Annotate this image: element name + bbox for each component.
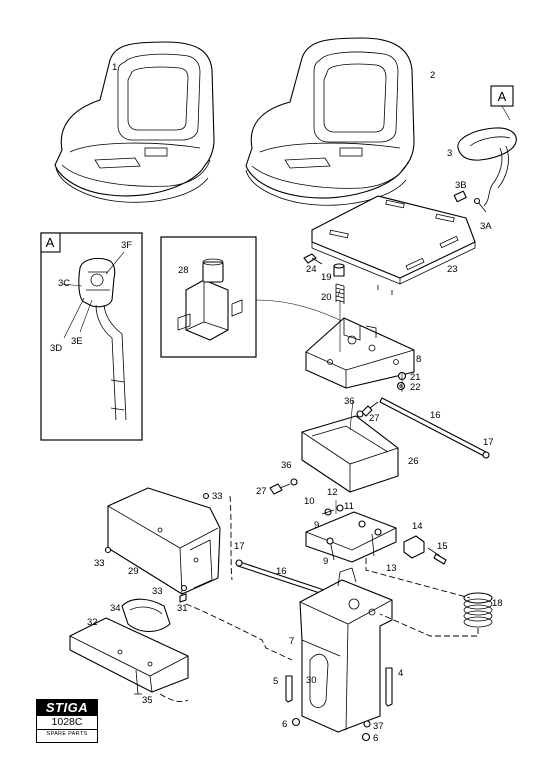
label-16a: 16 bbox=[430, 410, 441, 421]
nut-6-b bbox=[361, 732, 371, 742]
label-6a: 6 bbox=[282, 719, 287, 730]
stiga-logo: STIGA bbox=[37, 700, 97, 716]
seat-bracket-8 bbox=[305, 317, 415, 389]
bolt-4 bbox=[385, 667, 393, 707]
label-3d: 3D bbox=[50, 343, 62, 354]
label-34: 34 bbox=[110, 603, 121, 614]
inset-detail-28 bbox=[160, 236, 349, 358]
label-3f: 3F bbox=[121, 240, 132, 251]
seat-plate-23 bbox=[311, 195, 476, 295]
label-27a: 27 bbox=[369, 413, 380, 424]
pin-35 bbox=[134, 669, 142, 695]
label-32: 32 bbox=[87, 617, 98, 628]
screw-33-b bbox=[104, 546, 112, 554]
label-27b: 27 bbox=[256, 486, 267, 497]
part-34 bbox=[121, 598, 171, 633]
label-1: 1 bbox=[112, 62, 117, 73]
label-19: 19 bbox=[321, 272, 332, 283]
label-30: 30 bbox=[306, 675, 317, 686]
label-4: 4 bbox=[398, 668, 403, 679]
label-31: 31 bbox=[177, 603, 188, 614]
label-23: 23 bbox=[447, 264, 458, 275]
spring-20 bbox=[335, 283, 345, 304]
label-33a: 33 bbox=[212, 491, 223, 502]
guard-26 bbox=[301, 415, 399, 493]
label-12: 12 bbox=[327, 487, 338, 498]
label-3b: 3B bbox=[455, 180, 467, 191]
bolt-27-upper bbox=[356, 401, 379, 418]
label-17a: 17 bbox=[483, 437, 494, 448]
label-3e: 3E bbox=[71, 336, 83, 347]
label-26: 26 bbox=[408, 456, 419, 467]
label-21: 21 bbox=[410, 372, 421, 383]
spare-parts-caption: SPARE PARTS bbox=[37, 729, 97, 739]
stiga-brand-block: STIGA 1028C SPARE PARTS bbox=[36, 699, 98, 743]
label-7: 7 bbox=[289, 636, 294, 647]
label-8: 8 bbox=[416, 354, 421, 365]
label-24: 24 bbox=[306, 264, 317, 275]
nut-6-a bbox=[291, 717, 301, 727]
label-29: 29 bbox=[128, 566, 139, 577]
label-3a: 3A bbox=[480, 221, 492, 232]
washer-22 bbox=[396, 381, 406, 391]
label-35: 35 bbox=[142, 695, 153, 706]
bolt-5 bbox=[285, 675, 293, 703]
label-9a: 9 bbox=[314, 520, 319, 531]
label-37: 37 bbox=[373, 721, 384, 732]
label-36a: 36 bbox=[344, 396, 355, 407]
seat-switch-3 bbox=[453, 127, 517, 213]
label-18: 18 bbox=[492, 598, 503, 609]
document-code: 1028C bbox=[51, 716, 83, 728]
bolt-27-lower bbox=[269, 478, 298, 495]
clip-31 bbox=[179, 593, 187, 603]
label-16b: 16 bbox=[276, 566, 287, 577]
label-10: 10 bbox=[304, 496, 315, 507]
screw-33-a bbox=[202, 492, 210, 500]
seat-2 bbox=[245, 37, 415, 206]
label-11: 11 bbox=[344, 501, 354, 512]
inset-detail-a: A bbox=[40, 232, 143, 441]
callout-a-label: A bbox=[498, 89, 507, 104]
assembly-lines bbox=[159, 289, 479, 703]
label-17b: 17 bbox=[234, 541, 245, 552]
label-13: 13 bbox=[386, 563, 397, 574]
bolt-24 bbox=[303, 253, 323, 265]
spring-18 bbox=[463, 592, 493, 628]
label-33c: 33 bbox=[152, 586, 163, 597]
screw-33-c bbox=[180, 584, 188, 592]
label-36b: 36 bbox=[281, 460, 292, 471]
plate-32 bbox=[69, 617, 189, 693]
post-frame-7 bbox=[299, 567, 393, 733]
rod-16-upper bbox=[379, 397, 490, 459]
cover-29 bbox=[107, 487, 221, 595]
nut-37 bbox=[363, 720, 371, 728]
label-20: 20 bbox=[321, 292, 332, 303]
label-5: 5 bbox=[273, 676, 278, 687]
label-9b: 9 bbox=[323, 556, 328, 567]
label-14: 14 bbox=[412, 521, 423, 532]
label-28: 28 bbox=[178, 265, 189, 276]
label-2: 2 bbox=[430, 70, 435, 81]
hinge-assembly bbox=[305, 504, 447, 565]
callout-a-marker: A bbox=[490, 85, 514, 121]
label-3: 3 bbox=[447, 148, 452, 159]
label-6b: 6 bbox=[373, 733, 378, 744]
inset-a-label: A bbox=[46, 235, 55, 250]
bumper-19 bbox=[333, 263, 345, 277]
seat-1 bbox=[54, 41, 215, 203]
label-15: 15 bbox=[437, 541, 448, 552]
part-number-labels: 1 2 3 3A 3B 3C 3D 3E 3F 4 5 6 6 7 8 9 9 … bbox=[50, 62, 503, 744]
label-3c: 3C bbox=[58, 278, 70, 289]
label-22: 22 bbox=[410, 382, 421, 393]
label-33b: 33 bbox=[94, 558, 105, 569]
